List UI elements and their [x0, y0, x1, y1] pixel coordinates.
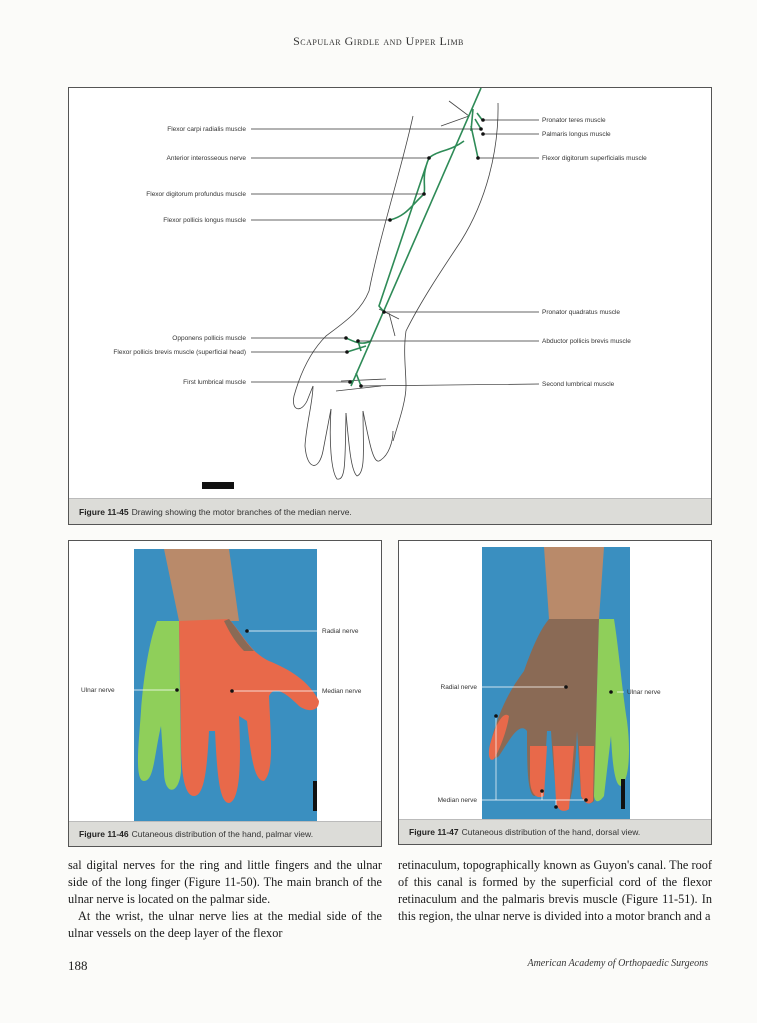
label-radial-nerve: Radial nerve [322, 628, 359, 635]
leader-dot [356, 339, 360, 343]
leader-dots [175, 629, 249, 693]
figure-11-46: Radial nerve Ulnar nerve Median nerve Fi… [68, 540, 382, 847]
leader-line [360, 383, 540, 387]
publisher-footer: American Academy of Orthopaedic Surgeons [527, 958, 708, 969]
leader-dot [422, 192, 426, 196]
running-head: Scapular Girdle and Upper Limb [293, 34, 464, 48]
leader-dot [359, 384, 363, 388]
figure-number: Figure 11-45 [79, 506, 129, 517]
label-palmaris-longus: Palmaris longus muscle [542, 131, 611, 138]
leader-dot [345, 350, 349, 354]
leader-dot [382, 310, 386, 314]
label-flexor-digitorum-profundus: Flexor digitorum profundus muscle [146, 191, 246, 198]
label-ulnar-nerve: Ulnar nerve [81, 687, 115, 694]
paragraph: At the wrist, the ulnar nerve lies at th… [68, 909, 382, 940]
caption-text: Cutaneous distribution of the hand, dors… [461, 827, 641, 837]
median-zone [488, 714, 594, 811]
figure-number: Figure 11-46 [79, 829, 129, 839]
median-nerve-drawing: Flexor carpi radialis muscle Anterior in… [113, 88, 647, 489]
median-zone [179, 619, 319, 803]
leader-dot [388, 218, 392, 222]
body-column-right: retinaculum, topographically known as Gu… [398, 857, 712, 925]
leader-lines [124, 630, 319, 692]
label-first-lumbrical: First lumbrical muscle [183, 379, 246, 386]
label-abductor-pollicis-brevis: Abductor pollicis brevis muscle [542, 338, 631, 345]
label-anterior-interosseous: Anterior interosseous nerve [167, 155, 247, 162]
label-opponens-pollicis: Opponens pollicis muscle [172, 335, 246, 342]
dorsal-hand-photo: Radial nerve Ulnar nerve Median nerve [438, 547, 661, 819]
leader-dot [476, 156, 480, 160]
leader-dots [344, 118, 485, 388]
page-number: 188 [68, 958, 88, 973]
label-second-lumbrical: Second lumbrical muscle [542, 381, 615, 388]
caption-text: Drawing showing the motor branches of th… [131, 506, 352, 517]
radial-zone [224, 619, 254, 651]
label-pronator-quadratus: Pronator quadratus muscle [542, 309, 620, 316]
figure-caption: Figure 11-47 Cutaneous distribution of t… [399, 819, 711, 844]
body-column-left: sal digital nerves for the ring and litt… [68, 857, 382, 942]
label-radial-nerve: Radial nerve [441, 684, 478, 691]
median-nerve-branches [345, 88, 484, 387]
label-pronator-teres: Pronator teres muscle [542, 117, 606, 124]
figure-11-45: Flexor carpi radialis muscle Anterior in… [68, 87, 712, 525]
caption-text: Cutaneous distribution of the hand, palm… [131, 829, 314, 839]
copyright-badge [202, 482, 234, 489]
figure-caption: Figure 11-46 Cutaneous distribution of t… [69, 821, 381, 846]
leader-dot [344, 336, 348, 340]
forearm [544, 547, 604, 619]
leader-dot [481, 118, 485, 122]
paragraph: sal digital nerves for the ring and litt… [68, 858, 382, 906]
arm-outline [293, 100, 499, 480]
figure-caption: Figure 11-45 Drawing showing the motor b… [69, 498, 711, 524]
leader-dot [479, 127, 483, 131]
leader-lines [251, 119, 540, 387]
copyright-badge [621, 779, 625, 809]
paragraph: retinaculum, topographically known as Gu… [398, 858, 712, 923]
leader-lines [479, 686, 624, 807]
label-flexor-pollicis-longus: Flexor pollicis longus muscle [163, 217, 246, 224]
ulnar-zone [137, 621, 181, 790]
ulnar-zone [594, 619, 629, 802]
label-flexor-digitorum-superficialis: Flexor digitorum superficialis muscle [542, 155, 647, 162]
label-flexor-pollicis-brevis: Flexor pollicis brevis muscle (superfici… [113, 349, 246, 356]
leader-dot [348, 380, 352, 384]
figure-number: Figure 11-47 [409, 827, 459, 837]
label-median-nerve: Median nerve [322, 688, 362, 695]
figure-11-47: Radial nerve Ulnar nerve Median nerve Fi… [398, 540, 712, 845]
leader-dot [481, 132, 485, 136]
label-median-nerve: Median nerve [438, 797, 478, 804]
palmar-hand-photo: Radial nerve Ulnar nerve Median nerve [81, 549, 362, 821]
copyright-badge [313, 781, 317, 811]
label-flexor-carpi-radialis: Flexor carpi radialis muscle [167, 126, 246, 133]
label-ulnar-nerve: Ulnar nerve [627, 689, 661, 696]
leader-dots [494, 685, 613, 809]
forearm [164, 549, 239, 621]
leader-dot [427, 156, 431, 160]
